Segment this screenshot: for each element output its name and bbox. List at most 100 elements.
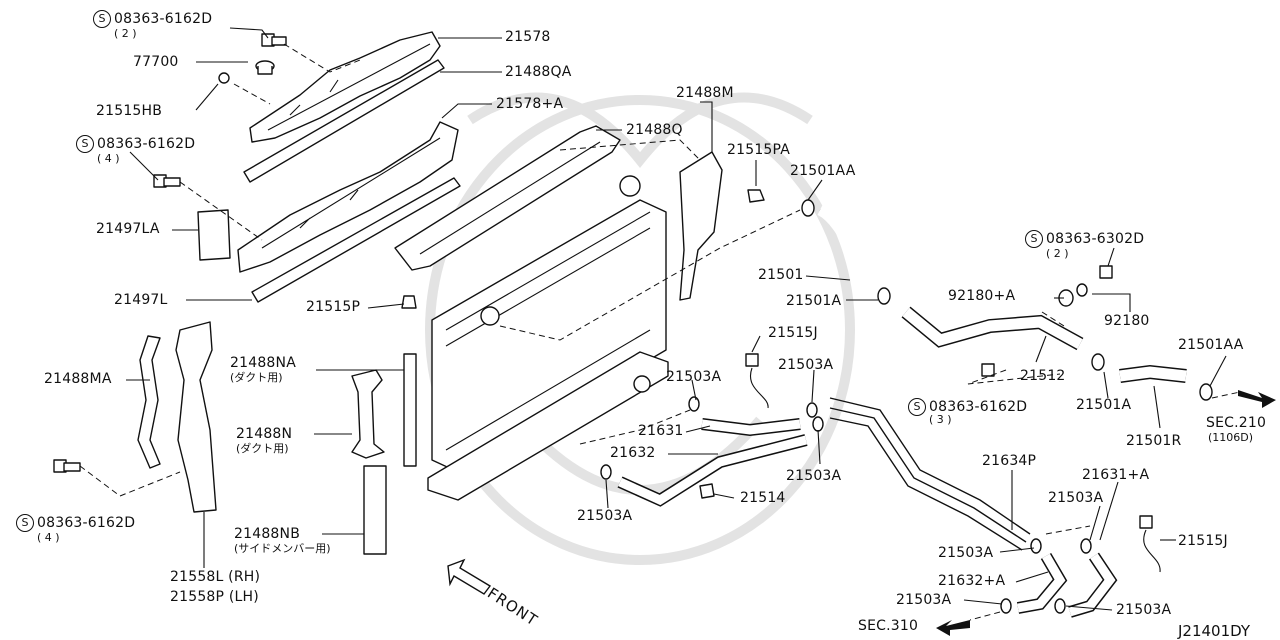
upper-bracket-21488Q[interactable]: [394, 125, 621, 271]
assembly-dashed-lines: [79, 43, 1241, 621]
part-label[interactable]: 21515J: [1178, 533, 1228, 549]
part-label[interactable]: 21503A: [778, 357, 834, 373]
clip-21515HB[interactable]: [218, 72, 230, 84]
part-label[interactable]: 21503A: [896, 592, 952, 608]
part-label[interactable]: 21497L: [114, 292, 168, 308]
part-label[interactable]: 21514: [740, 490, 786, 506]
air-guide-21488MA[interactable]: [137, 335, 161, 469]
bolt-mid[interactable]: [153, 174, 181, 188]
leader-lines: [126, 27, 1227, 611]
part-label[interactable]: 21501A: [1076, 397, 1132, 413]
pipe-21634P[interactable]: [829, 397, 1031, 551]
air-guide-21558[interactable]: [175, 321, 217, 513]
part-note: (ダクト用): [230, 371, 283, 384]
hose-21631[interactable]: [701, 418, 801, 437]
watermark-crest: [425, 92, 855, 565]
bolt-symbol: S: [93, 10, 111, 28]
hose-21501[interactable]: [817, 205, 889, 300]
hose-21631A[interactable]: [1068, 552, 1118, 618]
part-label[interactable]: 21488M: [676, 85, 734, 101]
part-label[interactable]: 21503A: [786, 468, 842, 484]
bolt-symbol: S: [16, 514, 34, 532]
part-label[interactable]: 21515PA: [727, 142, 791, 158]
part-label[interactable]: 21488QA: [505, 64, 572, 80]
part-label[interactable]: 21503A: [938, 545, 994, 561]
clip-21514[interactable]: [699, 483, 715, 499]
part-label[interactable]: 21503A: [577, 508, 633, 524]
part-label[interactable]: 21488N: [236, 426, 293, 442]
part-qty: ( 2 ): [114, 27, 137, 40]
clip-77700[interactable]: [255, 60, 275, 75]
sec210-sub: (1106D): [1208, 431, 1254, 444]
hose-21501R[interactable]: [1119, 364, 1187, 383]
pipe-21512[interactable]: [901, 306, 1084, 351]
sec210-arrow: [1238, 390, 1276, 408]
part-label[interactable]: 21488NA: [230, 355, 296, 371]
part-label[interactable]: 21497LA: [96, 221, 160, 237]
sec210-label[interactable]: SEC.210: [1206, 415, 1267, 431]
part-label[interactable]: 92180: [1104, 313, 1150, 329]
part-label[interactable]: 08363-6162D: [929, 399, 1028, 415]
hose-clamps[interactable]: [600, 199, 1213, 614]
clip-21515PA[interactable]: [747, 189, 765, 203]
clip-21515J-right[interactable]: [1139, 515, 1161, 573]
part-label[interactable]: 21501: [758, 267, 804, 283]
diagram-id: J21401DY: [1178, 622, 1251, 640]
bolt-symbol: S: [1025, 230, 1043, 248]
part-label[interactable]: 21503A: [1048, 490, 1104, 506]
part-label[interactable]: 21488NB: [234, 526, 301, 542]
part-label[interactable]: 21488MA: [44, 371, 112, 387]
part-label[interactable]: 08363-6302D: [1046, 231, 1145, 247]
grommet-92180[interactable]: [1058, 283, 1088, 307]
part-label[interactable]: 21515HB: [96, 103, 163, 119]
part-label[interactable]: 21634P: [982, 453, 1037, 469]
part-qty: ( 3 ): [929, 413, 952, 426]
bolt-symbol: S: [76, 135, 94, 153]
bolt-6302D[interactable]: [1099, 265, 1113, 279]
part-label[interactable]: 21501R: [1126, 433, 1182, 449]
part-label[interactable]: 21503A: [666, 369, 722, 385]
clip-21515J-mid[interactable]: [745, 353, 769, 409]
part-label[interactable]: 21512: [1020, 368, 1066, 384]
sec310-label[interactable]: SEC.310: [858, 618, 919, 634]
seal-strip-21488QA[interactable]: [243, 59, 445, 183]
duct-21488N[interactable]: [351, 369, 385, 459]
part-label[interactable]: 21488Q: [626, 122, 683, 138]
part-label[interactable]: 21578: [505, 29, 551, 45]
part-label[interactable]: 08363-6162D: [97, 136, 196, 152]
part-label[interactable]: 21558P (LH): [170, 589, 259, 605]
part-label[interactable]: 21501AA: [790, 163, 856, 179]
part-label[interactable]: 21503A: [1116, 602, 1172, 618]
part-label[interactable]: 21632: [610, 445, 656, 461]
bolt-symbol: S: [908, 398, 926, 416]
bolt-right[interactable]: [981, 363, 995, 377]
part-label[interactable]: 08363-6162D: [114, 11, 213, 27]
part-label[interactable]: 08363-6162D: [37, 515, 136, 531]
part-label[interactable]: 92180+A: [948, 288, 1016, 304]
part-label[interactable]: 21631+A: [1082, 467, 1150, 483]
hose-21632[interactable]: [617, 434, 808, 507]
duct-21488NB[interactable]: [363, 465, 387, 555]
part-label[interactable]: 21631: [638, 423, 684, 439]
upper-shroud-21578[interactable]: [249, 31, 441, 143]
part-label[interactable]: 21632+A: [938, 573, 1006, 589]
part-label[interactable]: 77700: [133, 54, 179, 70]
hose-21632A[interactable]: [1016, 552, 1068, 614]
part-label[interactable]: 21501A: [786, 293, 842, 309]
seal-strip-21497L[interactable]: [251, 177, 461, 303]
part-label[interactable]: 21515P: [306, 299, 361, 315]
part-label[interactable]: 21558L (RH): [170, 569, 261, 585]
clip-21515P[interactable]: [401, 295, 417, 309]
radiator-core[interactable]: [427, 175, 669, 501]
front-arrow: [447, 558, 492, 595]
part-label[interactable]: 21501AA: [1178, 337, 1244, 353]
part-label[interactable]: 21578+A: [496, 96, 564, 112]
duct-21488NA[interactable]: [403, 353, 417, 467]
sec310-arrow: [936, 620, 970, 636]
part-label[interactable]: 21515J: [768, 325, 818, 341]
side-bracket-21488M[interactable]: [679, 151, 723, 301]
seal-block-21497LA[interactable]: [197, 209, 231, 261]
lower-shroud-21578A[interactable]: [237, 121, 459, 273]
bolt-low[interactable]: [53, 459, 81, 473]
bolt-top[interactable]: [261, 33, 287, 47]
